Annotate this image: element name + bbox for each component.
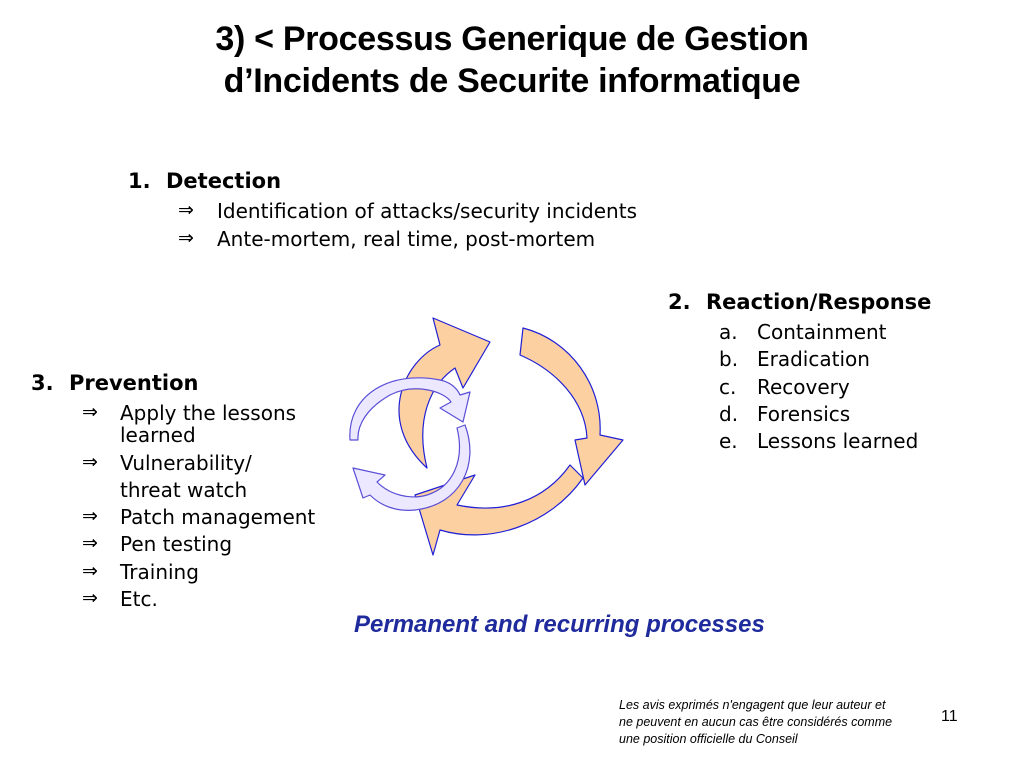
detection-item: Identification of attacks/security incid… — [217, 199, 637, 223]
prevention-item: Patch management — [120, 505, 316, 529]
reaction-item-marker: b. — [719, 347, 739, 371]
prevention-heading: Prevention — [69, 371, 199, 395]
cycle-arrow-reaction-to-prevention-icon — [414, 464, 584, 556]
reaction-item: Lessons learned — [757, 429, 919, 453]
process-cycle-diagram — [349, 317, 624, 556]
cycle-arrow-prevention-to-detection-icon — [398, 317, 491, 469]
reaction-item-marker: c. — [719, 375, 737, 399]
small-cycle-arrow-lower-icon — [352, 424, 471, 511]
disclaimer-line: une position officielle du Conseil — [619, 732, 798, 746]
reaction-item: Eradication — [757, 347, 870, 371]
cycle-arrow-detection-to-reaction-icon — [519, 327, 624, 486]
detection-number: 1. — [128, 169, 151, 193]
implies-arrow-icon: ⇒ — [178, 199, 194, 221]
disclaimer: Les avis exprimés n'engagent que leur au… — [619, 697, 939, 748]
prevention-item: Training — [120, 560, 199, 584]
reaction-item: Recovery — [757, 375, 850, 399]
reaction-item-marker: d. — [719, 402, 739, 426]
implies-arrow-icon: ⇒ — [178, 227, 194, 249]
implies-arrow-icon: ⇒ — [82, 451, 98, 473]
implies-arrow-icon: ⇒ — [82, 401, 98, 423]
prevention-item: Etc. — [120, 587, 158, 611]
prevention-item-continued: threat watch — [120, 478, 248, 502]
title-line-2: d’Incidents de Securite informatique — [223, 62, 801, 100]
detection-heading: Detection — [166, 169, 282, 193]
reaction-item-marker: a. — [719, 320, 738, 344]
reaction-heading: Reaction/Response — [706, 290, 932, 314]
prevention-item: Apply the lessons — [120, 401, 297, 425]
prevention-item-continued: learned — [120, 423, 196, 447]
disclaimer-line: ne peuvent en aucun cas être considérés … — [619, 715, 893, 729]
implies-arrow-icon: ⇒ — [82, 505, 98, 527]
small-cycle-arrow-upper-icon — [349, 377, 471, 441]
tagline: Permanent and recurring processes — [354, 611, 765, 638]
page-number: 11 — [941, 708, 958, 725]
title-line-1: 3) < Processus Generique de Gestion — [215, 20, 809, 58]
prevention-item: Vulnerability/ — [120, 451, 252, 475]
disclaimer-line: Les avis exprimés n'engagent que leur au… — [619, 698, 886, 712]
implies-arrow-icon: ⇒ — [82, 560, 98, 582]
reaction-number: 2. — [668, 290, 691, 314]
reaction-item-marker: e. — [719, 429, 738, 453]
implies-arrow-icon: ⇒ — [82, 532, 98, 554]
slide-title: 3) < Processus Generique de Gestion d’In… — [0, 18, 1024, 102]
prevention-number: 3. — [31, 371, 54, 395]
implies-arrow-icon: ⇒ — [82, 587, 98, 609]
detection-item: Ante-mortem, real time, post-mortem — [217, 227, 596, 251]
prevention-item: Pen testing — [120, 532, 233, 556]
reaction-item: Containment — [757, 320, 887, 344]
reaction-item: Forensics — [757, 402, 851, 426]
